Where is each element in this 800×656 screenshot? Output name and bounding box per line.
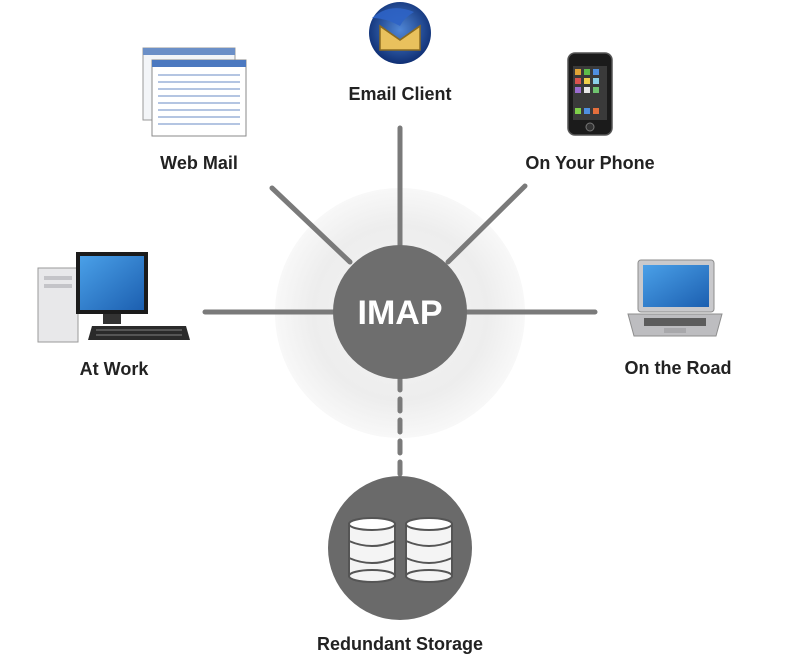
imap-hub [333,245,467,379]
label-at-work: At Work [79,359,149,379]
connector-web-mail [269,185,353,265]
label-web-mail: Web Mail [160,153,238,173]
imap-hub-label: IMAP [358,294,443,332]
label-on-your-phone: On Your Phone [525,153,655,173]
email-client-icon [369,2,431,64]
phone-icon [567,52,613,136]
connector-on-your-phone [445,183,528,265]
label-redundant-storage: Redundant Storage [316,634,484,654]
label-on-the-road: On the Road [624,358,732,378]
web-mail-icon [142,47,247,137]
laptop-icon [627,259,723,337]
database-icon-left [348,517,396,583]
storage-circle [328,476,472,620]
label-email-client: Email Client [348,84,452,104]
desktop-computer-icon [37,252,190,343]
connectors [202,125,598,485]
database-icon-right [405,517,453,583]
